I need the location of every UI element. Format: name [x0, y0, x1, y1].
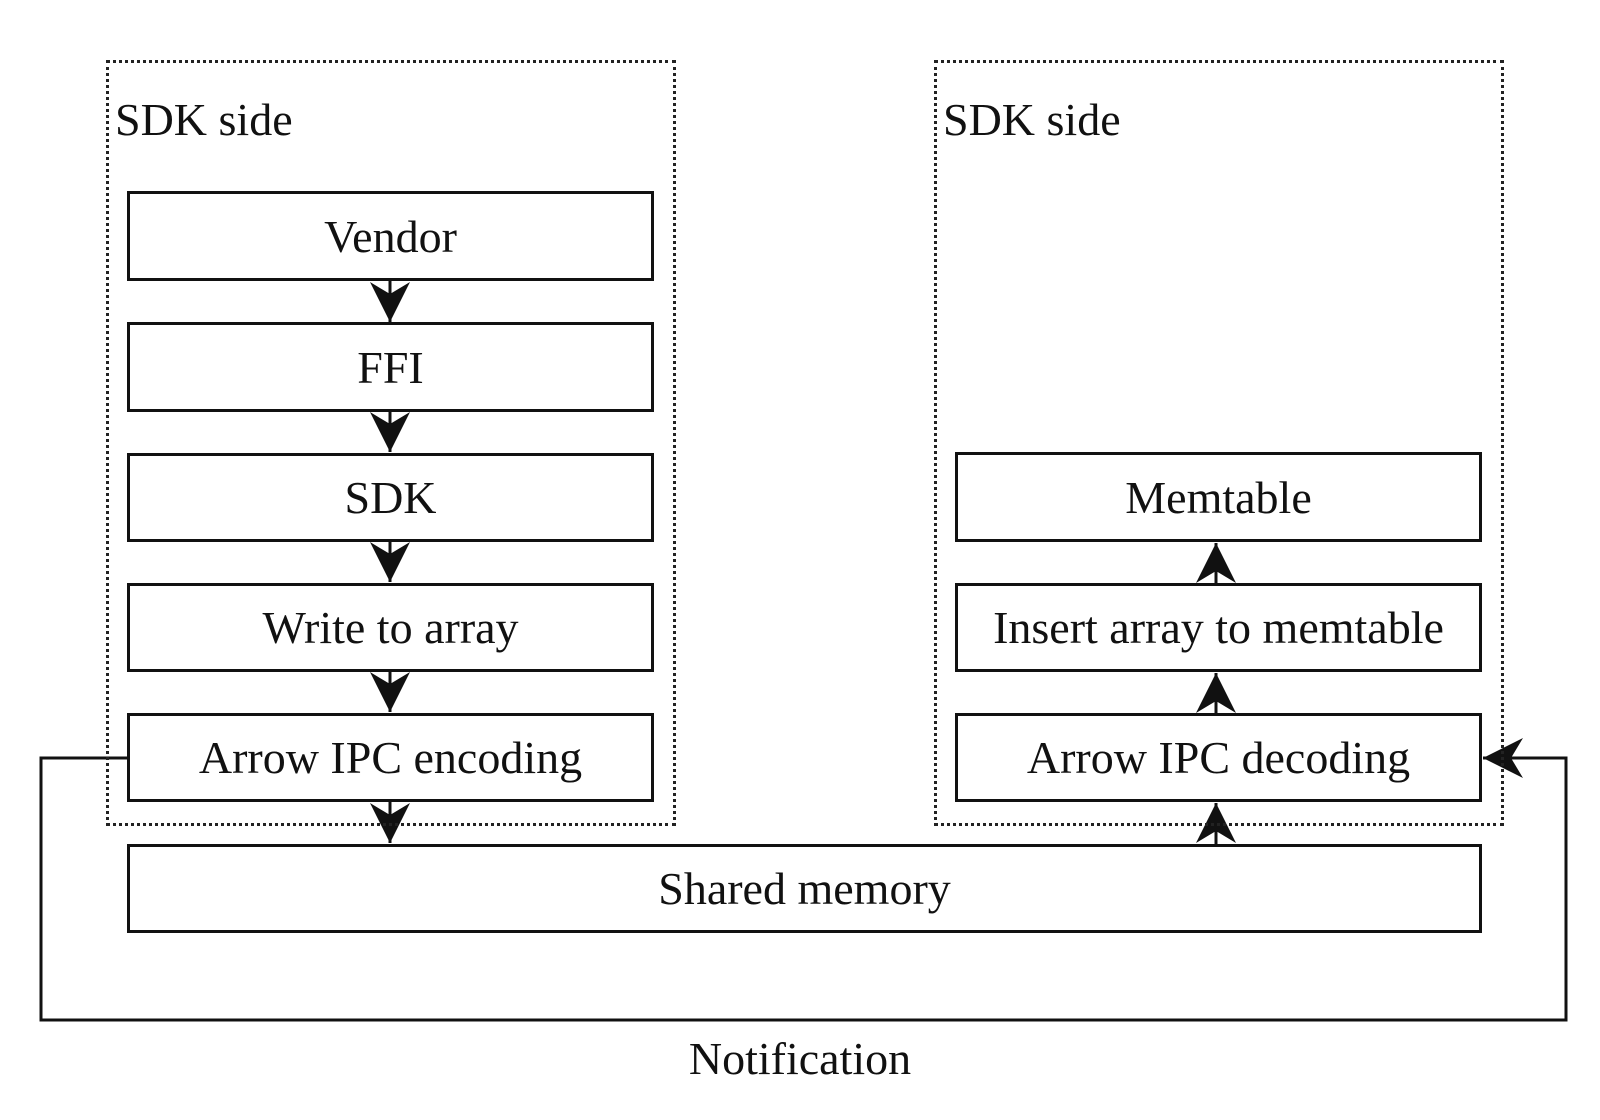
vendor-box: Vendor — [127, 191, 654, 281]
arrow-ipc-decoding-box: Arrow IPC decoding — [955, 713, 1482, 802]
sdk-box: SDK — [127, 453, 654, 542]
right-sdk-region: SDK side — [934, 60, 1504, 826]
insert-array-box: Insert array to memtable — [955, 583, 1482, 672]
shared-memory-box: Shared memory — [127, 844, 1482, 933]
write-to-array-box: Write to array — [127, 583, 654, 672]
right-region-label: SDK side — [943, 94, 1121, 145]
notification-line — [39, 738, 1568, 1022]
notification-label: Notification — [688, 1033, 912, 1084]
ffi-box: FFI — [127, 322, 654, 412]
left-sdk-region: SDK side — [106, 60, 676, 826]
left-region-label: SDK side — [115, 94, 293, 145]
memtable-box: Memtable — [955, 452, 1482, 542]
arrow-ipc-encoding-box: Arrow IPC encoding — [127, 713, 654, 802]
